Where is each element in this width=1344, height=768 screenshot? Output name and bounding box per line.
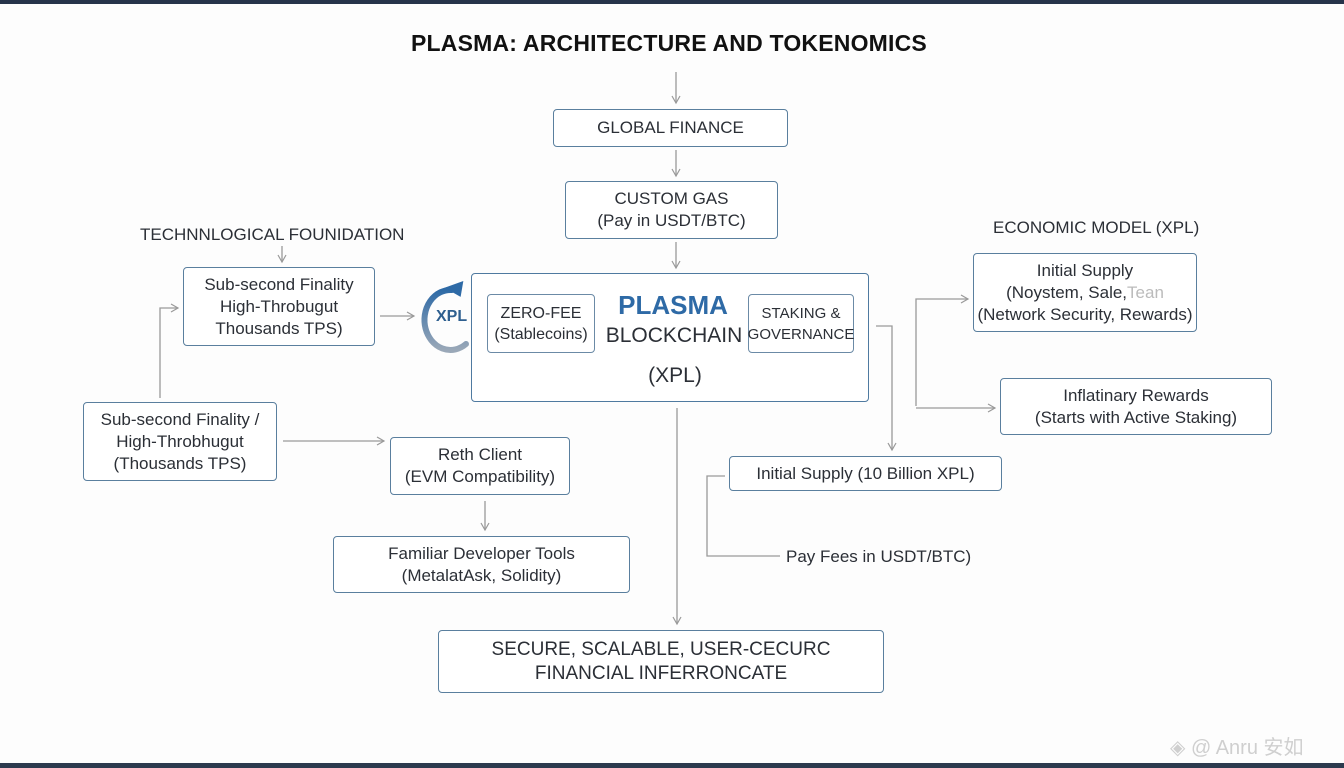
xpl-token-label: (XPL) (640, 364, 710, 388)
economic-model-heading: ECONOMIC MODEL (XPL) (993, 218, 1200, 237)
page-title: PLASMA: ARCHITECTURE AND TOKENOMICS (411, 30, 927, 56)
finality-box-1-line3: Thousands TPS) (215, 318, 343, 338)
initial-supply-total-box: Initial Supply (10 Billion XPL) (729, 456, 1002, 491)
developer-tools-box: Familiar Developer Tools (MetalatAsk, So… (333, 536, 630, 593)
allocation-text-faded: Tean (1127, 282, 1164, 302)
xpl-cycle-arrow (421, 286, 469, 353)
connector-core-to-supply-total (876, 325, 897, 452)
custom-gas-detail: (Pay in USDT/BTC) (597, 211, 746, 230)
inflation-title: Inflatinary Rewards (1063, 385, 1209, 405)
zero-fee-title: ZERO-FEE (500, 304, 582, 322)
devtools-detail: (MetalatAsk, Solidity) (401, 565, 562, 585)
governance-title: GOVERNANCE (747, 325, 855, 343)
inflation-detail: (Starts with Active Staking) (1034, 407, 1238, 427)
reth-detail: (EVM Compatibility) (404, 467, 556, 486)
zero-fee-module: ZERO-FEE (Stablecoins) (487, 294, 595, 353)
outcome-box: SECURE, SCALABLE, USER-CECURC FINANCIAL … (438, 630, 884, 693)
global-finance-box: GLOBAL FINANCE (553, 109, 788, 147)
custom-gas-title: CUSTOM GAS (614, 189, 729, 208)
initial-supply-total: Initial Supply (10 Billion XPL) (756, 463, 975, 483)
initial-supply-purpose: (Network Security, Rewards) (977, 304, 1193, 324)
plasma-name: PLASMA (618, 290, 728, 320)
connector-to-initial-supply (915, 294, 970, 406)
finality-box-1-line1: Sub-second Finality (204, 274, 354, 294)
tech-foundation-heading: TECHNNLOGICAL FOUNIDATION (140, 225, 405, 244)
connector-box2-to-box1 (159, 303, 180, 398)
allocation-text: (Noystem, Sale, (1006, 282, 1128, 302)
initial-supply-allocation: (Noystem, Sale,Tean (1006, 282, 1164, 304)
xpl-cycle-label: XPL (436, 308, 468, 325)
outcome-line2: FINANCIAL INFERRONCATE (534, 662, 788, 684)
watermark: ◈ @ Anru 安如 (1170, 731, 1304, 760)
initial-supply-title: Initial Supply (1036, 260, 1134, 280)
finality-box-1: Sub-second Finality High-Throbugut Thous… (183, 267, 375, 346)
xpl-cycle-arrowhead (444, 280, 464, 297)
logo-icon: ◈ (1170, 737, 1186, 759)
finality-box-2-line3: (Thousands TPS) (113, 453, 247, 473)
finality-box-2-line1: Sub-second Finality / (100, 409, 260, 429)
custom-gas-box: CUSTOM GAS (Pay in USDT/BTC) (565, 181, 778, 239)
blockchain-label: BLOCKCHAIN (605, 324, 743, 347)
staking-governance-module: STAKING & GOVERNANCE (748, 294, 854, 353)
inflationary-rewards-box: Inflatinary Rewards (Starts with Active … (1000, 378, 1272, 435)
initial-supply-allocation-box: Initial Supply (Noystem, Sale,Tean (Netw… (973, 253, 1197, 332)
bottom-frame-bar (0, 763, 1344, 768)
pay-fees-label: Pay Fees in USDT/BTC) (786, 547, 972, 566)
top-frame-bar (0, 0, 1344, 4)
finality-box-1-line2: High-Throbugut (219, 296, 339, 316)
zero-fee-detail: (Stablecoins) (494, 325, 588, 343)
finality-box-2-line2: High-Throbhugut (116, 431, 244, 451)
global-finance-label: GLOBAL FINANCE (597, 118, 744, 137)
connector-supply-to-fees (706, 475, 780, 557)
watermark-text: @ Anru 安如 (1190, 737, 1304, 759)
reth-client-box: Reth Client (EVM Compatibility) (390, 437, 570, 495)
staking-title: STAKING & (761, 304, 841, 322)
devtools-title: Familiar Developer Tools (388, 543, 575, 563)
reth-title: Reth Client (437, 445, 523, 464)
finality-box-2: Sub-second Finality / High-Throbhugut (T… (83, 402, 277, 481)
outcome-line1: SECURE, SCALABLE, USER-CECURC (491, 638, 831, 660)
